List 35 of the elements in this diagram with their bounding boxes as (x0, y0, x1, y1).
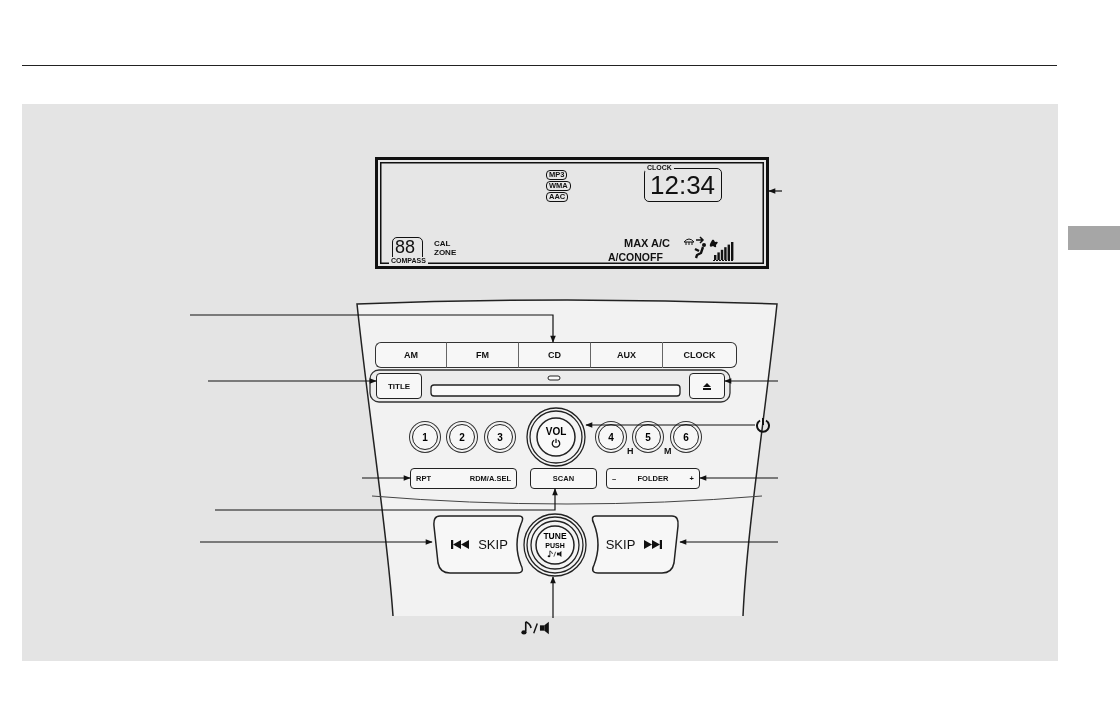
leader-line (207, 378, 377, 384)
zone-indicator: ZONE (434, 249, 457, 257)
leader-line (199, 539, 433, 545)
leader-line (214, 488, 558, 511)
source-button: CLOCK (662, 342, 737, 368)
leader-line (768, 188, 783, 194)
compass-digits: 88 (395, 238, 416, 256)
lcd-display (375, 157, 769, 269)
leader-line (361, 475, 411, 481)
preset-button: 5 (635, 424, 661, 450)
preset-button: 6 (673, 424, 699, 450)
source-button: AM (375, 342, 446, 368)
clock-digits: 12:34 (650, 172, 716, 198)
leader-line (724, 378, 779, 384)
preset-mark: H (627, 447, 634, 456)
max-ac-indicator: MAX A/C (624, 238, 671, 249)
source-button: FM (446, 342, 518, 368)
source-button: CD (518, 342, 590, 368)
preset-mark: M (664, 447, 672, 456)
power-icon (755, 416, 771, 434)
volume-knob: VOL (526, 407, 586, 467)
ac-off-indicator: A/CONOFF (608, 252, 663, 263)
leader-line (585, 422, 756, 428)
leader-line (699, 475, 779, 481)
cal-indicator: CAL (434, 240, 451, 248)
leader-line (550, 576, 556, 619)
preset-button: 3 (487, 424, 513, 450)
leader-line (189, 314, 556, 343)
title-button: TITLE (376, 373, 422, 399)
source-button: AUX (590, 342, 662, 368)
preset-button: 4 (598, 424, 624, 450)
leader-line (679, 539, 779, 545)
preset-button: 1 (412, 424, 438, 450)
preset-button: 2 (449, 424, 475, 450)
eject-button (689, 373, 725, 399)
